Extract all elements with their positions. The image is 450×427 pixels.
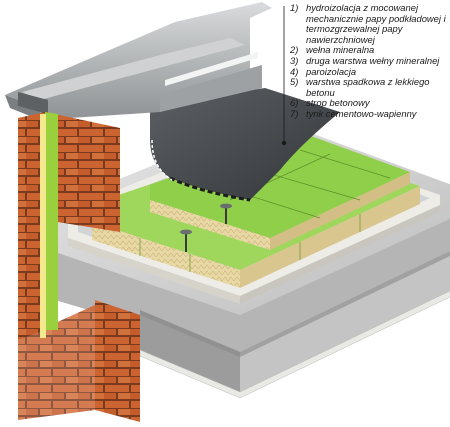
bitumen-membrane-layer [150, 88, 340, 202]
legend-item-text: paroizolacja [306, 65, 357, 77]
legend-item: 3) druga warstwa wełny mineralnej [290, 54, 448, 67]
legend-item: 1) hydroizolacja z mocowanej mechanicznie… [290, 2, 448, 45]
legend-item-number: 2) [290, 44, 299, 56]
parapet-metal-flashing [5, 2, 272, 120]
legend-item: 4) paroizolacja [290, 65, 448, 78]
legend-item-number: 7) [290, 107, 299, 119]
legend-item-text: wełna mineralna [306, 44, 375, 56]
legend-item-text: warstwa spadkowa z lekkiego betonu [306, 76, 430, 98]
legend-item: 7) tynk cementowo-wapienny [290, 107, 448, 120]
legend-item-number: 3) [290, 54, 299, 66]
legend-item: 6) strop betonowy [290, 98, 448, 109]
legend-item-text: tynk cementowo-wapienny [306, 107, 417, 119]
legend-item: 2) wełna mineralna [290, 45, 448, 56]
mechanical-fastener [220, 203, 232, 224]
callout-leader-line [281, 6, 287, 146]
legend-item-text: druga warstwa wełny mineralnej [306, 54, 440, 66]
legend-item-number: 6) [290, 97, 299, 109]
mechanical-fastener [180, 229, 192, 252]
layer-legend: 1) hydroizolacja z mocowanej mechanicznie… [290, 2, 448, 120]
legend-item-text: strop betonowy [306, 97, 370, 109]
legend-item-text: hydroizolacja z mocowanej mechanicznie p… [306, 2, 446, 45]
brick-wall [18, 112, 140, 422]
legend-item-number: 1) [290, 2, 299, 13]
legend-item: 5) warstwa spadkowa z lekkiego betonu [290, 76, 448, 98]
legend-item-number: 4) [290, 65, 299, 77]
legend-item-number: 5) [290, 76, 299, 88]
